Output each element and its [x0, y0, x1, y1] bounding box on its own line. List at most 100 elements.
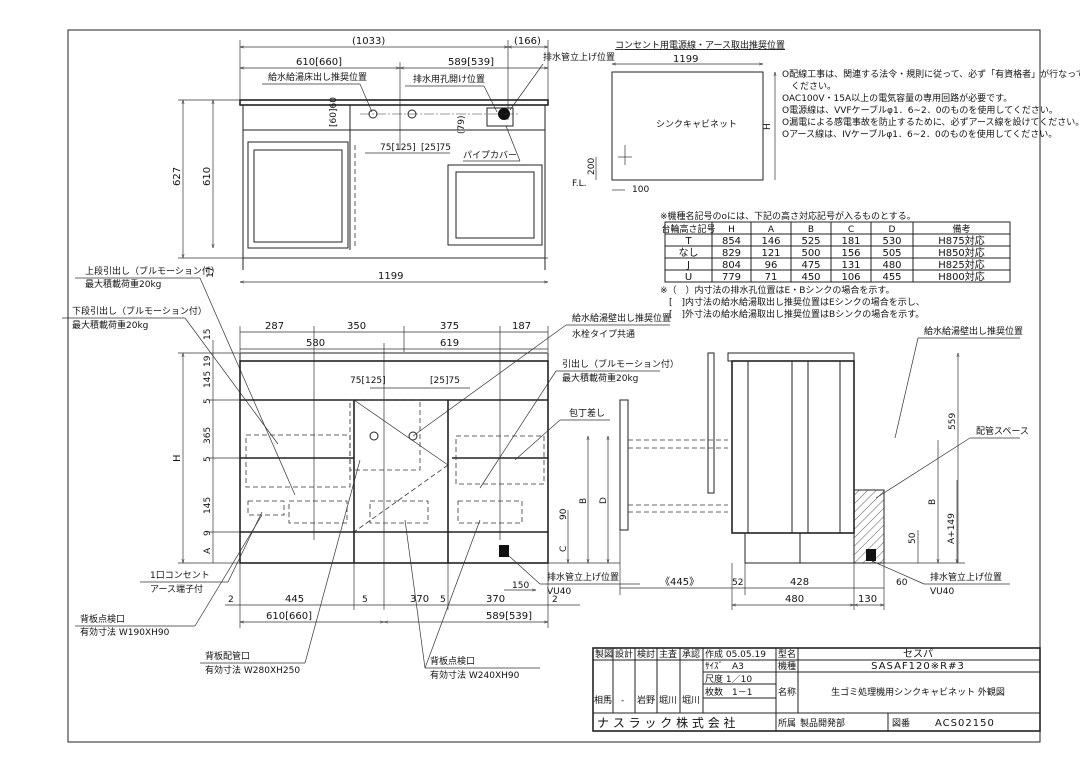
dim-187: 187: [512, 321, 531, 332]
table-cell: 121: [761, 248, 780, 259]
dim-559: 559: [948, 413, 958, 430]
table-frame: [664, 221, 1011, 283]
side-view: 給水給湯壁出し推奨位置 配管スペース 559 B A+149 50 排水管立上げ…: [619, 325, 1029, 610]
created-date: 作成 05.05.19: [705, 648, 766, 660]
table-footnote: ※（ ）内寸法の排水孔位置はE・Bシンクの場合を示す。: [660, 284, 895, 296]
wall-supply-label: 給水給湯壁出し推奨位置: [572, 312, 671, 324]
dim-589-539: 589[539]: [448, 57, 494, 68]
note-line: O漏電による感電事故を防止するために、必ずアース線を設けてください。: [782, 116, 1080, 128]
dim-75-125: 75[125]: [380, 143, 416, 153]
table-cell: T: [684, 236, 692, 247]
signer: 堀川: [682, 695, 700, 706]
drawer-load: 最大積載荷重20kg: [562, 372, 638, 384]
role-chief: 主査: [659, 648, 677, 660]
table-cell: 106: [841, 272, 860, 283]
table-cell: 505: [882, 248, 901, 259]
table-cell: H800対応: [938, 270, 985, 283]
note-line: Oアース線は、IVケーブルφ1．6~2．0のものを使用してください。: [782, 128, 1057, 140]
lower-drawer-label: 下段引出し（ブルモーション付）: [72, 305, 207, 317]
table-cell: 854: [722, 236, 741, 247]
dim-365: 365: [203, 427, 213, 444]
role-drafting: 製図: [595, 648, 613, 660]
dim-375: 375: [440, 321, 459, 332]
back-pipe-size: 有効寸法 W280XH250: [205, 664, 300, 676]
table-cell: J: [686, 260, 690, 271]
table-cell: U: [685, 272, 692, 283]
table-cell: 530: [882, 236, 901, 247]
pipe-space-label: 配管スペース: [976, 425, 1029, 437]
table-cell: 500: [801, 248, 820, 259]
table-header: D: [889, 225, 896, 235]
outlet-dim-h: H: [763, 123, 773, 130]
dim-5: 5: [440, 595, 446, 605]
name-label: 名称: [778, 686, 796, 698]
table-footnote: [ ]内寸法の給水給湯取出し推奨位置はEシンクの場合を示し、: [660, 296, 925, 308]
outlet-title: コンセント用電源線・アース取出推奨位置: [615, 39, 785, 51]
dim-a149: A+149: [947, 513, 957, 544]
dim-480: 480: [785, 594, 804, 605]
table-header: C: [848, 225, 854, 235]
signer: -: [621, 696, 624, 706]
table-cell: 480: [882, 260, 901, 271]
dim-2: 2: [552, 595, 558, 605]
dim-52: 52: [732, 578, 743, 588]
dim-15: 15: [203, 329, 213, 340]
drain-riser-size: VU40: [547, 587, 571, 597]
upper-drawer-label: 上段引出し（ブルモーション付）: [85, 265, 220, 277]
label-drain-riser: 排水管立上げ位置: [543, 51, 615, 63]
drain-riser-label: 排水管立上げ位置: [547, 571, 619, 583]
drawing-number: ACS02150: [935, 718, 995, 729]
dim-589-539-bottom: 589[539]: [486, 611, 532, 622]
dim-445: 445: [285, 594, 304, 605]
dim-d: D: [599, 497, 609, 504]
note-line: O配線工事は、関連する法令・規則に従って、必ず「有資格者」が行なって: [782, 68, 1080, 80]
table-cell: 156: [841, 248, 860, 259]
role-review: 検討: [637, 648, 655, 660]
table-cell: H875対応: [938, 234, 985, 247]
table-cell: 804: [722, 260, 741, 271]
signer: 岩野: [637, 694, 655, 706]
table-cell: 181: [841, 236, 860, 247]
table-cell: 779: [722, 272, 741, 283]
table-cell: 96: [765, 260, 778, 271]
table-cell: 829: [722, 248, 741, 259]
upper-drawer-load: 最大積載荷重20kg: [85, 278, 161, 290]
table-cell: 455: [882, 272, 901, 283]
dim-580: 580: [306, 338, 325, 349]
dim-2: 2: [228, 595, 234, 605]
dim-610-660-bottom: 610[660]: [266, 611, 312, 622]
drawer-label: 引出し（ブルモーション付）: [562, 358, 679, 370]
dim-17: 17: [206, 267, 216, 278]
table-cell: なし: [679, 247, 699, 259]
wiring-notes: O配線工事は、関連する法令・規則に従って、必ず「有資格者」が行なって ください。…: [782, 68, 1080, 140]
back-inspect-left-size: 有効寸法 W190XH90: [80, 626, 170, 638]
dim-b: B: [579, 498, 589, 504]
dim-5: 5: [362, 595, 368, 605]
dim-166: (166): [514, 36, 541, 47]
dim-145: 145: [203, 497, 213, 514]
dim-428: 428: [790, 577, 809, 588]
dim-79: (79): [457, 116, 467, 134]
dim-350: 350: [347, 321, 366, 332]
table-caption: ※機種名記号のoには、下記の高さ対応記号が入るものとする。: [660, 210, 916, 222]
outlet-diagram: コンセント用電源線・アース取出推奨位置 1199 シンクキャビネット H 200…: [572, 39, 785, 195]
outlet-note: アース端子付: [150, 583, 203, 595]
model-name-label: 型名: [778, 648, 796, 660]
dim-25-75: [25]75: [421, 143, 451, 153]
drawing-scale: 尺度 1／10: [705, 673, 752, 685]
sheet-count: 枚数 1－1: [705, 686, 752, 698]
side-drain-riser-size: VU40: [930, 587, 954, 597]
dim-19: 19: [203, 355, 213, 367]
dim-610-660: 610[660]: [296, 57, 342, 68]
company-name: ナ ス ラ ッ ク 株 式 会 社: [597, 715, 736, 730]
dim-50: 50: [908, 532, 918, 544]
dim-145-top: 145: [203, 371, 213, 388]
table-cell: H825対応: [938, 258, 985, 271]
dim-200: 200: [587, 158, 597, 175]
dim-100: 100: [632, 185, 649, 195]
dim-c: C: [559, 546, 569, 552]
table-cell: 71: [765, 272, 778, 283]
model-code: SASAF120※R#3: [871, 661, 965, 672]
dim-370: 370: [486, 594, 505, 605]
dim-h: H: [172, 454, 183, 462]
